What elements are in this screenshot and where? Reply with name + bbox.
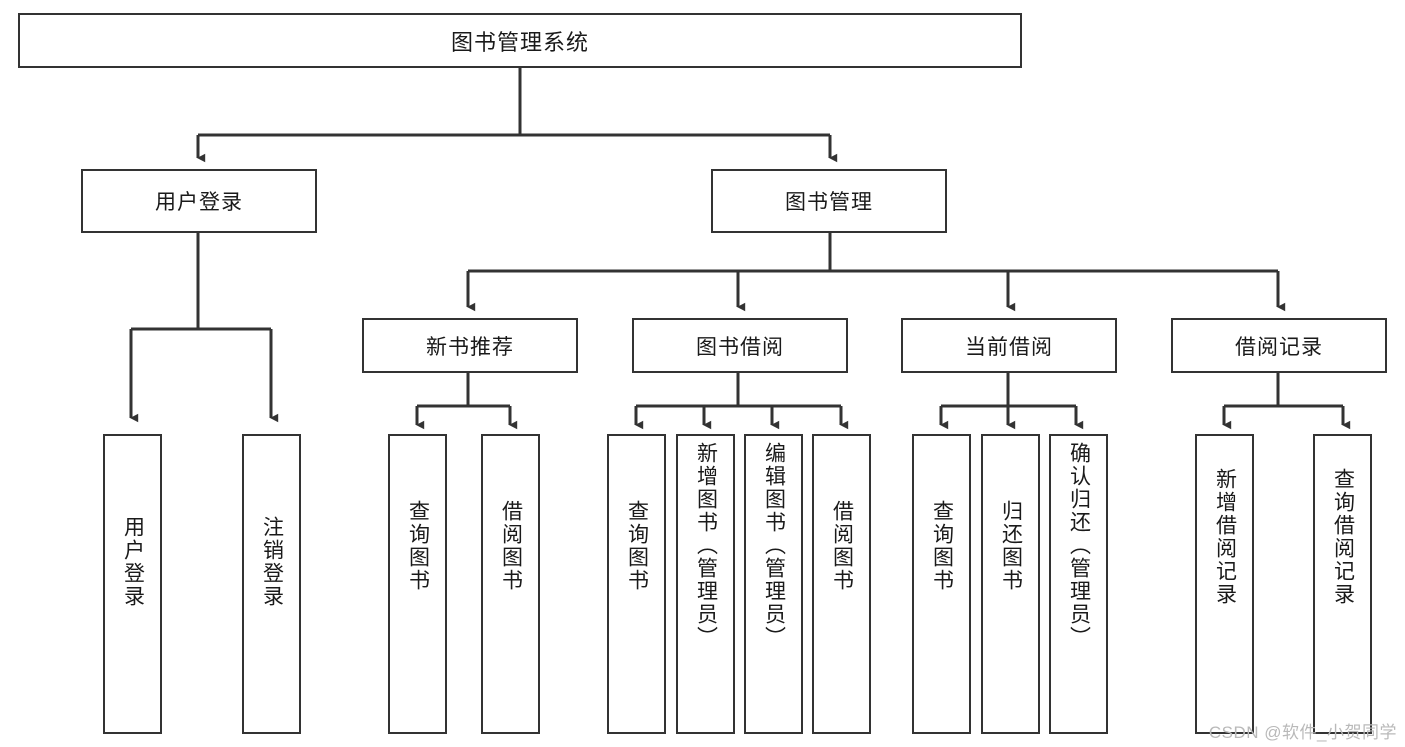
node-borrow-record[interactable]: 借阅记录 — [1171, 318, 1387, 373]
node-label: 注销登录 — [260, 516, 284, 608]
node-label: 图书借阅 — [696, 335, 784, 359]
node-new-book-recommend[interactable]: 新书推荐 — [362, 318, 578, 373]
node-label: 查询借阅记录 — [1331, 468, 1355, 606]
node-label: 查询图书 — [625, 500, 649, 592]
node-root-book-management-system[interactable]: 图书管理系统 — [18, 13, 1022, 68]
node-label: 借阅图书 — [499, 500, 523, 592]
node-leaf-query-book-2[interactable]: 查询图书 — [607, 434, 666, 734]
node-book-management[interactable]: 图书管理 — [711, 169, 947, 233]
node-leaf-return-book[interactable]: 归还图书 — [981, 434, 1040, 734]
node-leaf-user-login[interactable]: 用户登录 — [103, 434, 162, 734]
node-label: 归还图书 — [999, 500, 1023, 592]
node-label: 查询图书 — [930, 500, 954, 592]
node-leaf-borrow-book-1[interactable]: 借阅图书 — [481, 434, 540, 734]
node-leaf-add-book-admin[interactable]: 新增图书（管理员） — [676, 434, 735, 734]
node-label: 新增借阅记录 — [1213, 468, 1237, 606]
node-leaf-logout-login[interactable]: 注销登录 — [242, 434, 301, 734]
node-label: 用户登录 — [121, 516, 145, 608]
node-current-borrow[interactable]: 当前借阅 — [901, 318, 1117, 373]
node-label: 借阅记录 — [1235, 335, 1323, 359]
node-label: 新增图书（管理员） — [694, 442, 718, 649]
node-leaf-query-book-3[interactable]: 查询图书 — [912, 434, 971, 734]
node-leaf-query-borrow-record[interactable]: 查询借阅记录 — [1313, 434, 1372, 734]
node-leaf-borrow-book-2[interactable]: 借阅图书 — [812, 434, 871, 734]
node-label: 借阅图书 — [830, 500, 854, 592]
node-label: 查询图书 — [406, 500, 430, 592]
node-leaf-edit-book-admin[interactable]: 编辑图书（管理员） — [744, 434, 803, 734]
node-leaf-query-book-1[interactable]: 查询图书 — [388, 434, 447, 734]
node-leaf-add-borrow-record[interactable]: 新增借阅记录 — [1195, 434, 1254, 734]
node-label: 当前借阅 — [965, 335, 1053, 359]
node-book-borrow[interactable]: 图书借阅 — [632, 318, 848, 373]
node-leaf-confirm-return-admin[interactable]: 确认归还（管理员） — [1049, 434, 1108, 734]
node-label: 编辑图书（管理员） — [762, 442, 786, 649]
node-label: 用户登录 — [155, 191, 243, 214]
node-user-login[interactable]: 用户登录 — [81, 169, 317, 233]
node-label: 图书管理 — [785, 191, 873, 214]
node-label: 图书管理系统 — [450, 29, 589, 55]
node-label: 确认归还（管理员） — [1067, 442, 1091, 649]
node-label: 新书推荐 — [426, 335, 514, 359]
